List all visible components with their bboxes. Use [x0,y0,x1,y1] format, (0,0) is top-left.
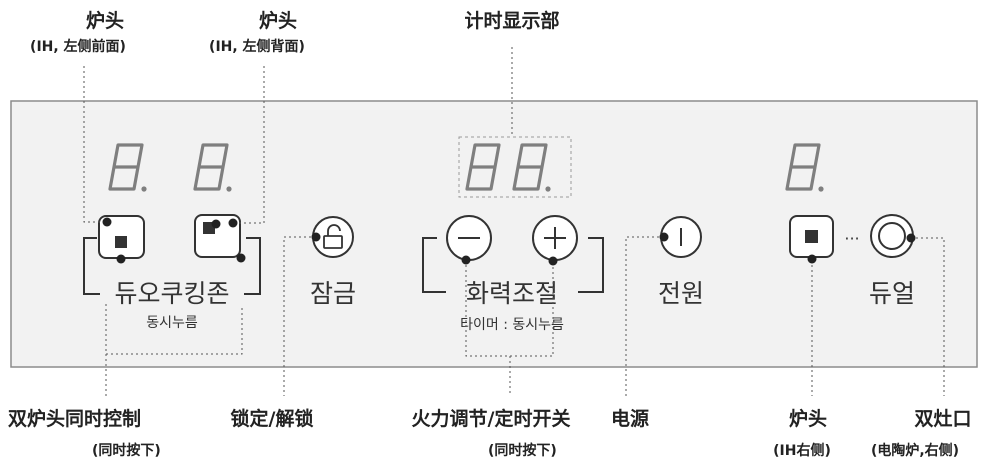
power-button[interactable] [660,216,702,258]
burner-back-sub: (IH, 左侧背面) [209,39,305,55]
burner-right-button[interactable] [789,215,834,258]
dual-ring-sub: (电陶炉,右侧) [870,443,960,459]
lock-label: 잠금 [310,279,356,308]
burner-right-title: 炉头 [788,408,828,430]
callout-dots [102,217,916,266]
timer-hint: 타이머 : 동시누름 [460,317,564,333]
timer-display [458,136,572,198]
power-level-bracket [422,237,604,293]
burner-front-sub: (IH, 左侧前面) [30,39,126,55]
burner-back-title: 炉头 [258,10,298,32]
duo-cooking-label: 듀오쿠킹존 [114,279,229,308]
dual-ring-title: 双灶口 [914,408,972,430]
power-title: 电源 [610,408,650,430]
dual-label: 듀얼 [869,279,915,308]
ring-icon [878,222,906,250]
power-level-label: 화력조절 [466,279,558,308]
dual-control-sub: (同时按下) [92,443,161,459]
display-left-front [108,143,147,192]
burner-back-button[interactable] [194,214,241,258]
power-timer-title: 火力调节/定时开关 [411,408,571,430]
burner-right-sub: (IH右侧) [773,443,831,459]
plus-button[interactable] [532,215,578,261]
power-label: 전원 [658,279,704,308]
dual-ring-button[interactable] [870,214,914,258]
display-right [785,143,824,192]
burner-front-title: 炉头 [85,10,125,32]
timer-display-title: 计时显示部 [464,10,560,32]
dual-control-title: 双炉头同时控制 [8,408,142,430]
ellipsis: ··· [844,229,859,248]
duo-hint: 동시누름 [146,315,198,331]
duo-bracket [83,237,261,295]
display-left-back [193,143,232,192]
power-timer-sub: (同时按下) [488,443,557,459]
lock-title: 锁定/解锁 [230,408,314,430]
lock-icon [323,224,343,249]
minus-button[interactable] [446,215,492,261]
plus-icon [544,227,566,249]
callout-lines [83,47,945,396]
